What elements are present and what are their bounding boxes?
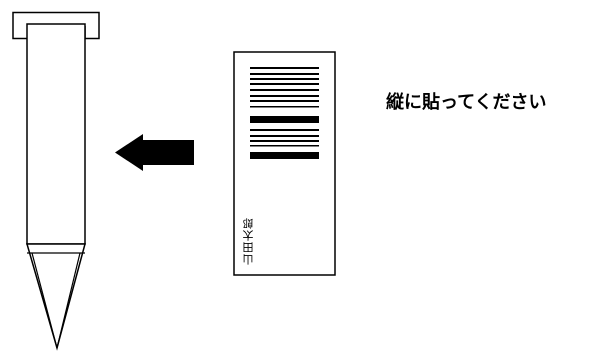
barcode-bar	[250, 95, 319, 97]
barcode-bar	[250, 106, 319, 108]
barcode-bar	[250, 67, 319, 69]
tube-body	[26, 23, 86, 245]
barcode-bar	[250, 152, 319, 159]
arrow-left-icon	[115, 134, 194, 171]
tube-tip-inner-left	[31, 252, 58, 349]
barcode-bar	[250, 129, 319, 131]
instruction-text: 縦に貼ってください	[386, 92, 547, 113]
barcode-bar	[250, 89, 319, 91]
barcode-bar	[250, 73, 319, 75]
barcode-bar	[250, 78, 319, 80]
barcode-bar	[250, 116, 319, 123]
barcode-bar	[250, 135, 319, 137]
label-name-text: 山田太郎	[242, 217, 255, 265]
barcode-bar	[250, 83, 319, 85]
barcode-bar	[250, 140, 319, 142]
barcode-bar	[250, 100, 319, 102]
barcode-bar	[250, 145, 319, 147]
barcode	[250, 67, 319, 159]
tube-tip-inner-right	[56, 252, 81, 349]
tube-tip	[26, 243, 86, 351]
